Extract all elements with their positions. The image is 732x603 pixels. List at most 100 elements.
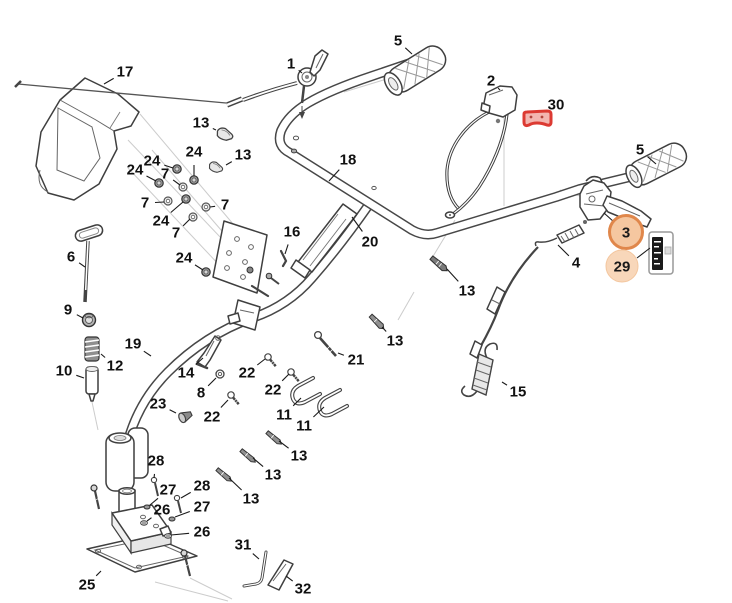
part-callout-1[interactable]: 1 [287, 56, 295, 73]
part-callout-22[interactable]: 22 [239, 365, 256, 382]
part-callout-17[interactable]: 17 [117, 64, 134, 81]
leader-line [292, 397, 302, 407]
part-callout-12[interactable]: 12 [107, 358, 124, 375]
selected-part-circle-29[interactable] [605, 249, 639, 283]
selected-part-number-3[interactable]: 3 [622, 225, 630, 242]
part-callout-9[interactable]: 9 [64, 302, 72, 319]
leader-lines [76, 47, 657, 582]
leader-line [164, 164, 174, 169]
part-callout-28[interactable]: 28 [194, 478, 211, 495]
instruction-label-sticker [648, 231, 674, 275]
ball-nut-9 [81, 312, 97, 328]
part-callout-11[interactable]: 11 [296, 418, 312, 435]
part-callout-22[interactable]: 22 [265, 382, 282, 399]
part-callout-6[interactable]: 6 [67, 249, 75, 266]
leader-line [182, 218, 191, 227]
part-callout-7[interactable]: 7 [221, 197, 229, 214]
part-callout-7[interactable]: 7 [172, 225, 180, 242]
part-callout-22[interactable]: 22 [204, 409, 221, 426]
part-callout-27[interactable]: 27 [160, 482, 177, 499]
part-callout-7[interactable]: 7 [141, 195, 149, 212]
leader-line [285, 575, 294, 582]
part-callout-15[interactable]: 15 [510, 384, 527, 401]
leader-line [149, 497, 159, 506]
handlebar-clamp-sleeve [105, 427, 149, 492]
leader-line [225, 161, 233, 166]
leader-line [154, 201, 165, 204]
part-callout-26[interactable]: 26 [194, 524, 211, 541]
arrow-down-icon [299, 112, 305, 119]
part-callout-26[interactable]: 26 [154, 502, 171, 519]
part-callout-30[interactable]: 30 [548, 97, 565, 114]
leader-line [351, 216, 363, 232]
part-30-highlight[interactable] [522, 109, 553, 128]
handle-grip-right [625, 142, 688, 189]
selected-part-circle-3[interactable] [608, 214, 644, 250]
spring-pin [208, 161, 224, 173]
part-callout-20[interactable]: 20 [362, 234, 379, 251]
throttle-rod [534, 224, 585, 247]
part-callout-11[interactable]: 11 [276, 407, 292, 424]
part-callout-18[interactable]: 18 [340, 152, 357, 169]
part-callout-28[interactable]: 28 [148, 453, 165, 470]
upper-handlebar-tube [274, 52, 643, 240]
part-callout-24[interactable]: 24 [127, 162, 144, 179]
part-callout-13[interactable]: 13 [265, 467, 282, 484]
part-callout-24[interactable]: 24 [176, 250, 193, 267]
pivot-pin-16 [279, 249, 288, 268]
part-callout-14[interactable]: 14 [178, 365, 195, 382]
part-callout-21[interactable]: 21 [348, 352, 365, 369]
washer-26 [140, 520, 172, 539]
part-callout-31[interactable]: 31 [235, 537, 252, 554]
leader-line [636, 247, 651, 259]
leader-line [180, 491, 191, 499]
locking-lever [195, 335, 222, 370]
part-callout-7[interactable]: 7 [161, 166, 169, 183]
part-callout-24[interactable]: 24 [186, 144, 203, 161]
tension-spring [460, 342, 498, 398]
part-callout-13[interactable]: 13 [291, 448, 308, 465]
handle-cover [35, 77, 140, 201]
washer-cluster [163, 182, 211, 222]
leader-line [337, 352, 345, 356]
leader-line [76, 374, 85, 379]
part-callout-13[interactable]: 13 [235, 147, 252, 164]
part-callout-24[interactable]: 24 [144, 153, 161, 170]
part-callout-23[interactable]: 23 [150, 396, 167, 413]
leader-line [252, 553, 260, 560]
part-callout-10[interactable]: 10 [56, 363, 73, 380]
leader-line [207, 377, 217, 387]
part-callout-19[interactable]: 19 [125, 336, 142, 353]
part-callout-4[interactable]: 4 [572, 255, 581, 272]
leader-line [103, 77, 114, 85]
part-callout-13[interactable]: 13 [387, 333, 404, 350]
part-callout-32[interactable]: 32 [295, 581, 312, 598]
spring-pin [368, 313, 385, 330]
part-callout-24[interactable]: 24 [153, 213, 170, 230]
part-callout-8[interactable]: 8 [197, 385, 205, 402]
leader-line [313, 406, 325, 418]
part-callout-2[interactable]: 2 [487, 73, 495, 90]
base-bolt [90, 484, 101, 510]
part-callout-27[interactable]: 27 [194, 499, 211, 516]
spring-pin [216, 127, 234, 141]
throttle-lever-assembly [14, 49, 329, 119]
part-callout-25[interactable]: 25 [79, 577, 96, 594]
leader-line [195, 357, 204, 365]
leader-line [170, 532, 190, 536]
part-callout-5[interactable]: 5 [394, 33, 402, 50]
part-callout-5[interactable]: 5 [636, 142, 644, 159]
part-callout-16[interactable]: 16 [284, 224, 301, 241]
part-callout-13[interactable]: 13 [459, 283, 476, 300]
part-callout-13[interactable]: 13 [193, 115, 210, 132]
spring-pin [215, 467, 232, 482]
selected-part-number-29[interactable]: 29 [614, 259, 631, 276]
leader-line [256, 358, 266, 366]
leader-line [78, 262, 86, 268]
part-callout-13[interactable]: 13 [243, 491, 260, 508]
leader-line [76, 314, 84, 319]
screw-28 [150, 476, 159, 497]
